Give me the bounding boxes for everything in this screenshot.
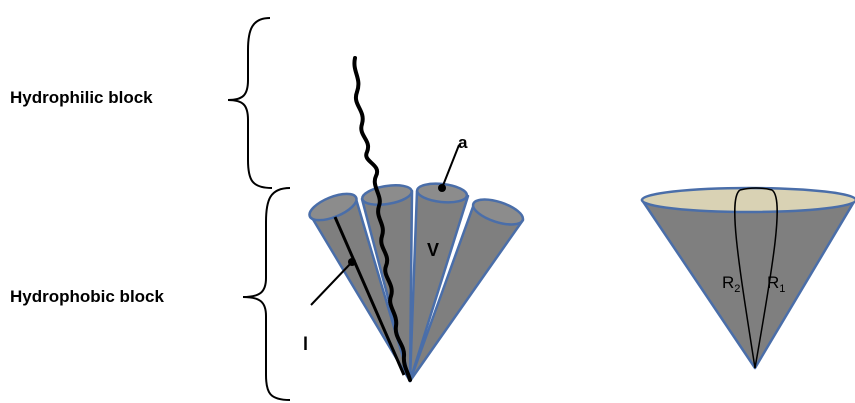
hydrophobic-brace bbox=[243, 188, 290, 400]
cone-body bbox=[642, 200, 855, 368]
chain-fan bbox=[306, 181, 526, 381]
length-leader-line bbox=[311, 262, 352, 305]
cone bbox=[642, 188, 855, 368]
symbol-l: l bbox=[303, 334, 308, 354]
symbol-a: a bbox=[458, 133, 468, 152]
hydrophilic-brace bbox=[228, 18, 272, 188]
symbol-v: V bbox=[427, 240, 439, 260]
cone-top bbox=[642, 188, 855, 212]
area-leader-line bbox=[442, 145, 459, 188]
